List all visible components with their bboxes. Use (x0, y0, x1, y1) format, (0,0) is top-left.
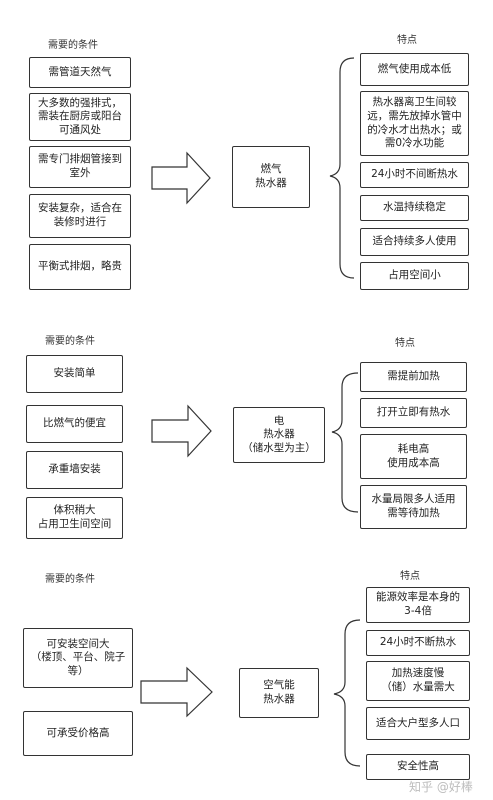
s1-features-title: 特点 (397, 35, 417, 46)
s3-right-arrow (140, 666, 213, 718)
s2-conditions-title: 需要的条件 (45, 336, 95, 347)
s2-condition-box: 比燃气的便宜 (26, 405, 123, 443)
s1-condition-box: 大多数的强排式，需装在厨房或阳台可通风处 (29, 93, 131, 141)
s1-right-arrow (151, 151, 211, 205)
s2-feature-box: 需提前加热 (360, 362, 467, 392)
s1-feature-box: 24小时不间断热水 (360, 162, 469, 188)
s2-feature-box: 打开立即有热水 (360, 398, 467, 428)
s3-conditions-title: 需要的条件 (45, 574, 95, 585)
s2-features-title: 特点 (395, 338, 415, 349)
s2-brace (331, 372, 359, 513)
s2-condition-box: 体积稍大 占用卫生间空间 (26, 497, 123, 539)
s3-features-title: 特点 (400, 571, 420, 582)
s2-feature-box: 耗电高 使用成本高 (360, 434, 467, 479)
s2-center-node: 电 热水器 （储水型为主） (233, 407, 325, 463)
s3-feature-box: 安全性高 (366, 754, 470, 780)
s1-feature-box: 燃气使用成本低 (360, 53, 469, 86)
s3-condition-box: 可安装空间大 （楼顶、平台、院子等） (23, 628, 133, 688)
s2-condition-box: 承重墙安装 (26, 451, 123, 489)
s3-feature-box: 适合大户型多人口 (366, 707, 470, 740)
s3-brace (333, 619, 361, 767)
s1-condition-box: 需管道天然气 (29, 57, 131, 88)
s1-condition-box: 需专门排烟管接到室外 (29, 146, 131, 188)
s1-brace (329, 57, 355, 279)
s1-condition-box: 平衡式排烟，略贵 (29, 244, 131, 290)
s1-feature-box: 占用空间小 (360, 262, 469, 290)
s3-center-node: 空气能 热水器 (239, 668, 319, 718)
s2-right-arrow (151, 404, 212, 458)
s1-feature-box: 热水器离卫生间较远，需先放掉水管中的冷水才出热水；或需0冷水功能 (360, 91, 469, 156)
s1-condition-box: 安装复杂，适合在装修时进行 (29, 194, 131, 238)
s1-feature-box: 水温持续稳定 (360, 195, 469, 221)
s1-center-node: 燃气 热水器 (232, 146, 310, 208)
s3-condition-box: 可承受价格高 (23, 711, 133, 756)
s1-feature-box: 适合持续多人使用 (360, 228, 469, 256)
s2-condition-box: 安装简单 (26, 355, 123, 393)
watermark-text: 知乎 @好棒 (409, 780, 473, 794)
s2-feature-box: 水量局限多人适用 需等待加热 (360, 485, 467, 529)
s3-feature-box: 24小时不断热水 (366, 630, 470, 656)
s3-feature-box: 能源效率是本身的 3-4倍 (366, 587, 470, 623)
s3-feature-box: 加热速度慢 （储）水量需大 (366, 661, 470, 701)
s1-conditions-title: 需要的条件 (48, 40, 98, 51)
